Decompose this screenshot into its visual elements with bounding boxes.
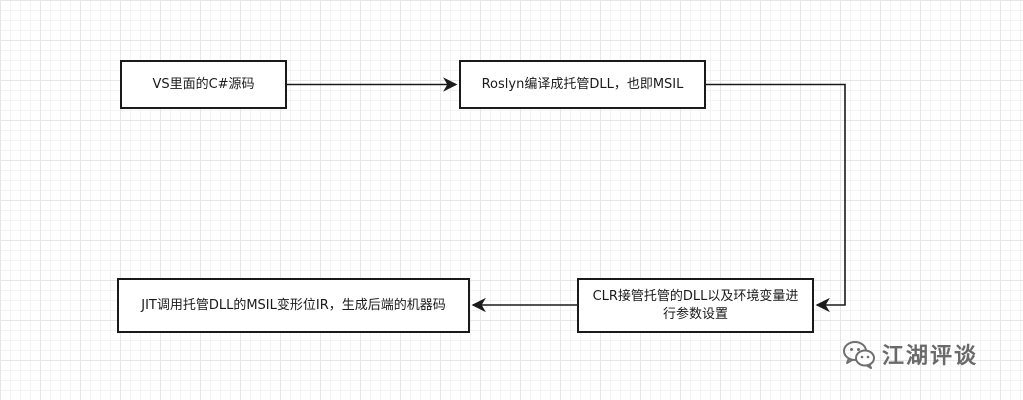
node-label: CLR接管托管的DLL以及环境变量进行参数设置 [592,288,799,322]
node-label: JIT调用托管DLL的MSIL变形位IR，生成后端的机器码 [141,297,446,313]
node-clr-setup[interactable]: CLR接管托管的DLL以及环境变量进行参数设置 [577,278,814,333]
edge-n2-to-n3 [706,83,846,313]
node-label: VS里面的C#源码 [152,76,255,92]
node-jit-machine-code[interactable]: JIT调用托管DLL的MSIL变形位IR，生成后端的机器码 [117,278,470,333]
node-roslyn-compile[interactable]: Roslyn编译成托管DLL，也即MSIL [459,60,706,109]
node-vs-source-code[interactable]: VS里面的C#源码 [120,60,287,109]
watermark-text: 江湖评谈 [882,344,979,369]
node-label: Roslyn编译成托管DLL，也即MSIL [481,76,684,92]
wechat-icon [843,341,875,369]
watermark: 江湖评谈 [842,338,978,370]
